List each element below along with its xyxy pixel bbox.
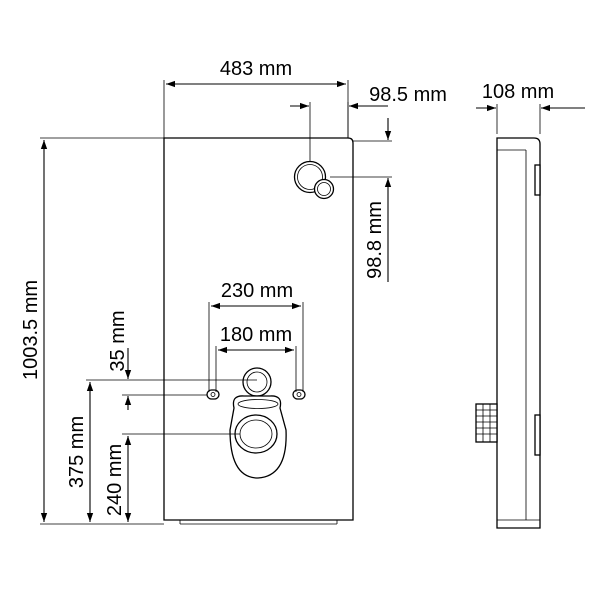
dim-depth: 108 mm (476, 81, 585, 134)
bolt-offset-label: 35 mm (107, 310, 129, 371)
height-label: 1003.5 mm (20, 280, 42, 380)
dim-bolt-inner: 180 mm (215, 324, 297, 392)
side-bracket-icon (534, 414, 541, 456)
dim-bolt-offset: 35 mm (107, 310, 257, 410)
flush-buttons-icon (293, 160, 335, 200)
bolt-inner-label: 180 mm (220, 324, 292, 346)
dim-button-top: 98.8 mm (330, 118, 392, 282)
dim-bolt-height: 375 mm (66, 379, 122, 522)
left-bolt-icon (206, 389, 220, 400)
outlet-pipe-icon (234, 414, 278, 454)
outlet-height-label: 240 mm (104, 444, 126, 516)
depth-label: 108 mm (482, 81, 554, 103)
pipe-thread-icon (475, 403, 498, 443)
dim-height: 1003.5 mm (20, 137, 164, 525)
bolt-height-label: 375 mm (66, 416, 88, 488)
dim-width: 483 mm (163, 58, 349, 138)
dim-outlet-height: 240 mm (104, 433, 240, 522)
side-button-icon (534, 164, 541, 196)
button-side-label: 98.5 mm (369, 84, 447, 106)
width-label: 483 mm (220, 58, 292, 80)
toilet-connection-icon (206, 367, 306, 479)
bolt-outer-label: 230 mm (221, 280, 293, 302)
side-view (475, 137, 541, 529)
panel-outline (163, 137, 354, 521)
dim-bolt-outer: 230 mm (208, 280, 304, 392)
dim-button-side: 98.5 mm (290, 84, 447, 162)
button-top-label: 98.8 mm (364, 201, 386, 279)
right-bolt-icon (292, 389, 306, 400)
front-panel (163, 137, 354, 525)
side-panel-outline (496, 137, 541, 529)
